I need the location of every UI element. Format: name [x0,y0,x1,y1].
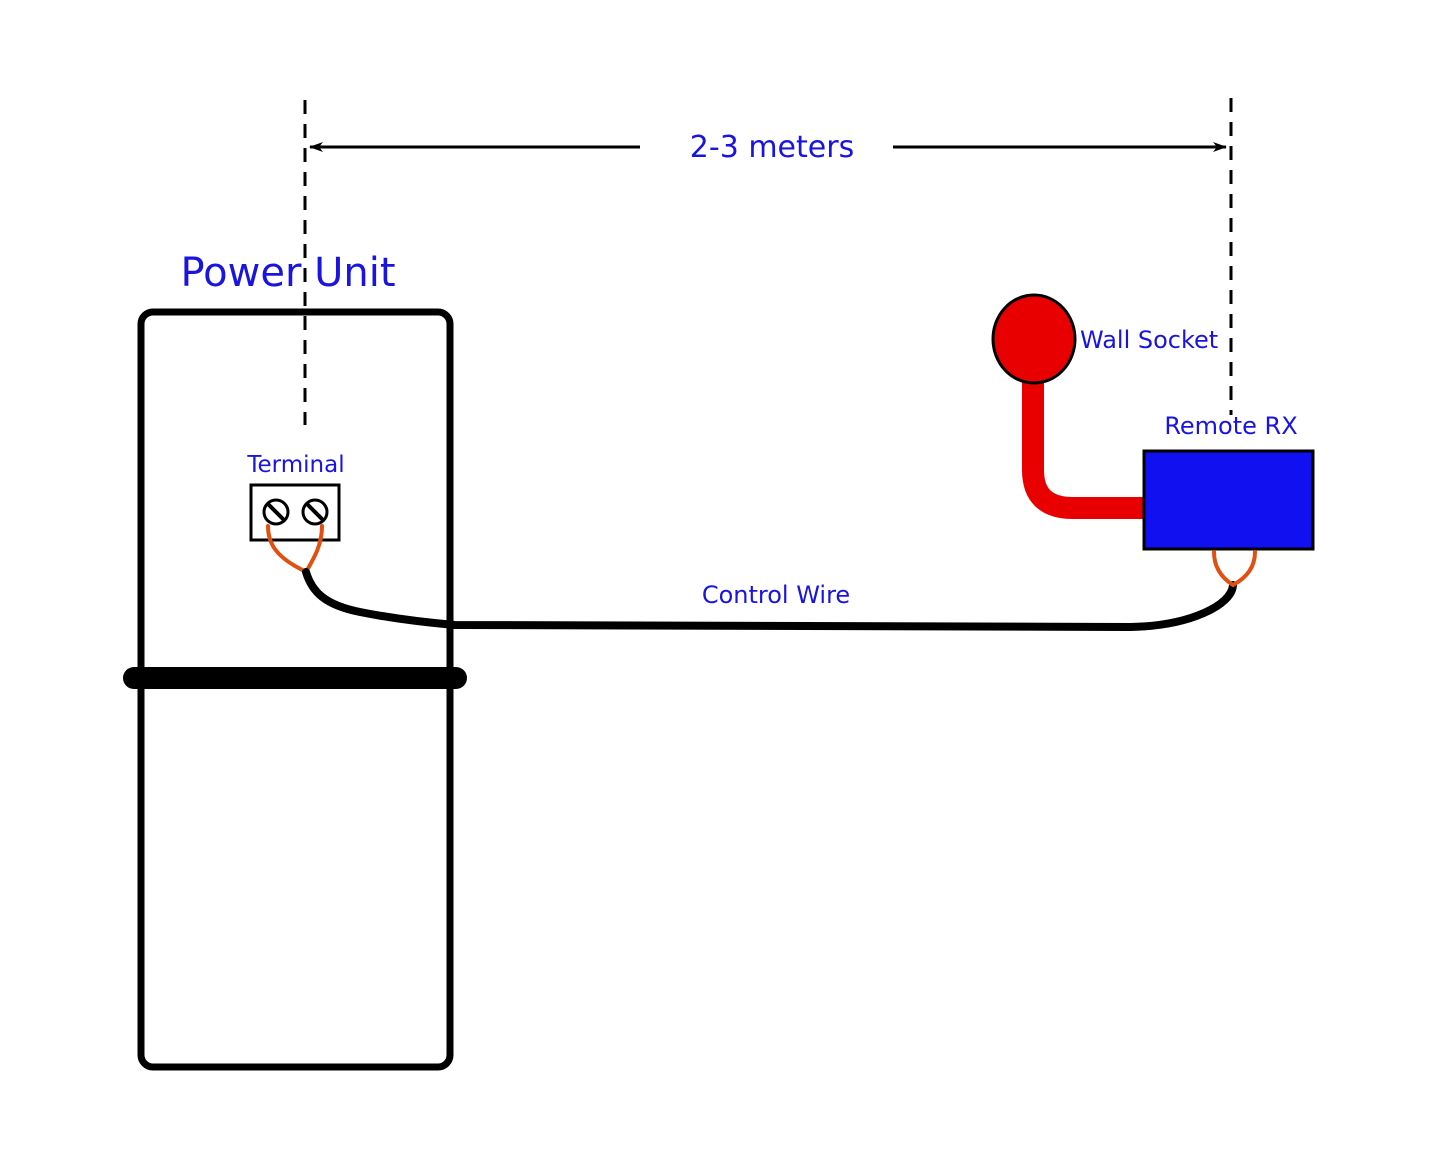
power-unit-body [137,308,454,1071]
remote-rx-leads [1212,550,1257,587]
power-cable [1022,370,1148,519]
remote-rx-box [1142,449,1315,551]
control-wire-label: Control Wire [702,581,850,609]
terminal-label: Terminal [246,452,344,478]
control-wire [302,568,1237,631]
terminal-leads [266,524,324,574]
power-unit-label: Power Unit [180,250,395,296]
dimension-label: 2-3 meters [690,130,854,165]
terminal-screw-right-icon [301,498,329,526]
terminal-screw-left-icon [262,498,290,526]
remote-rx-label: Remote RX [1164,412,1297,440]
wall-socket-label: Wall Socket [1080,326,1218,354]
wall-socket-icon [991,293,1077,385]
